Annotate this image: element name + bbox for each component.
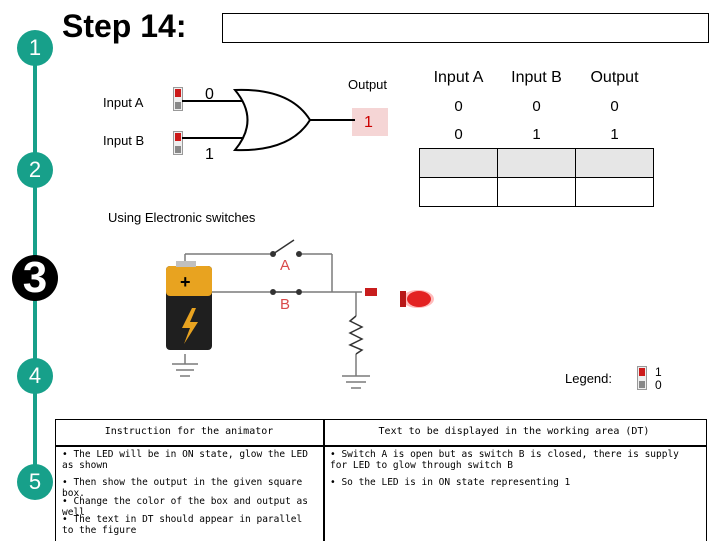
dt-item-text: So the LED is in ON state representing 1 [341,477,571,488]
output-value: 1 [364,114,373,131]
animator-item-text: The LED will be in ON state, glow the LE… [62,449,308,471]
step-1-marker: 1 [17,30,53,66]
dt-body-box [323,445,707,541]
table-row-empty[interactable] [419,148,654,178]
legend-label: Legend: [565,371,612,386]
page-title: Step 14: [62,8,187,44]
output-value-box[interactable] [352,108,388,136]
svg-text:+: + [180,272,191,292]
empty-cell[interactable] [419,177,498,207]
dt-header-box [323,419,707,447]
animator-item-text: Then show the output in the given square… [62,477,303,499]
empty-cell[interactable] [497,148,576,178]
animator-header: Instruction for the animator [104,426,274,437]
table-cell: 1 [532,125,541,143]
animator-item: • Then show the output in the given squa… [62,477,303,499]
animator-item: • The LED will be in ON state, glow the … [62,449,308,471]
truth-table-header: Input A Input B Output [420,64,654,92]
table-cell: 1 [610,125,619,143]
input-b-value: 1 [205,146,214,163]
output-label: Output [348,77,388,92]
empty-cell[interactable] [419,148,498,178]
table-row: 0 0 0 [420,92,654,120]
title-input-box[interactable] [222,13,709,43]
input-a-value: 0 [205,86,214,103]
table-row: 0 1 1 [420,120,654,149]
circuit-diagram: + [166,239,434,389]
animator-item: • Change the color of the box and output… [62,496,308,518]
empty-cell[interactable] [575,148,654,178]
legend-switch-icon [637,366,647,390]
dt-item: • Switch A is open but as switch B is cl… [330,449,679,471]
legend-off-value: 0 [655,378,662,392]
animator-item-text: The text in DT should appear in parallel… [62,514,303,536]
dt-item-text: Switch A is open but as switch B is clos… [330,449,679,471]
input-b-switch[interactable] [173,131,183,155]
table-cell: 0 [454,125,463,143]
step-2-marker: 2 [17,152,53,188]
dt-header: Text to be displayed in the working area… [378,426,650,437]
switch-a-label: A [280,257,291,274]
empty-cell[interactable] [575,177,654,207]
input-a-switch[interactable] [173,87,183,111]
input-b-label: Input B [103,133,145,148]
header-input-a: Input A [433,69,484,86]
resistor [348,315,364,355]
table-cell: 0 [610,97,619,115]
animator-item: • The text in DT should appear in parall… [62,514,303,536]
animator-item-text: Change the color of the box and output a… [62,496,308,518]
empty-cell[interactable] [497,177,576,207]
table-cell: 0 [454,97,463,115]
circuit-caption: Using Electronic switches [108,210,256,225]
legend-on-value: 1 [655,365,662,379]
or-gate-diagram [182,88,355,152]
input-a-label: Input A [103,95,144,110]
header-output: Output [590,69,639,86]
dt-item: • So the LED is in ON state representing… [330,477,571,488]
step-4-marker: 4 [17,358,53,394]
table-cell: 0 [532,97,541,115]
step-5-marker: 5 [17,464,53,500]
animator-header-box [55,419,325,447]
truth-table: Input A Input B Output 0 0 0 0 1 1 [419,64,654,207]
table-row-empty[interactable] [419,177,654,207]
animator-body-box [55,445,325,541]
step-3-marker: 3 [12,253,58,302]
header-input-b: Input B [511,69,562,86]
switch-b-label: B [280,296,291,313]
